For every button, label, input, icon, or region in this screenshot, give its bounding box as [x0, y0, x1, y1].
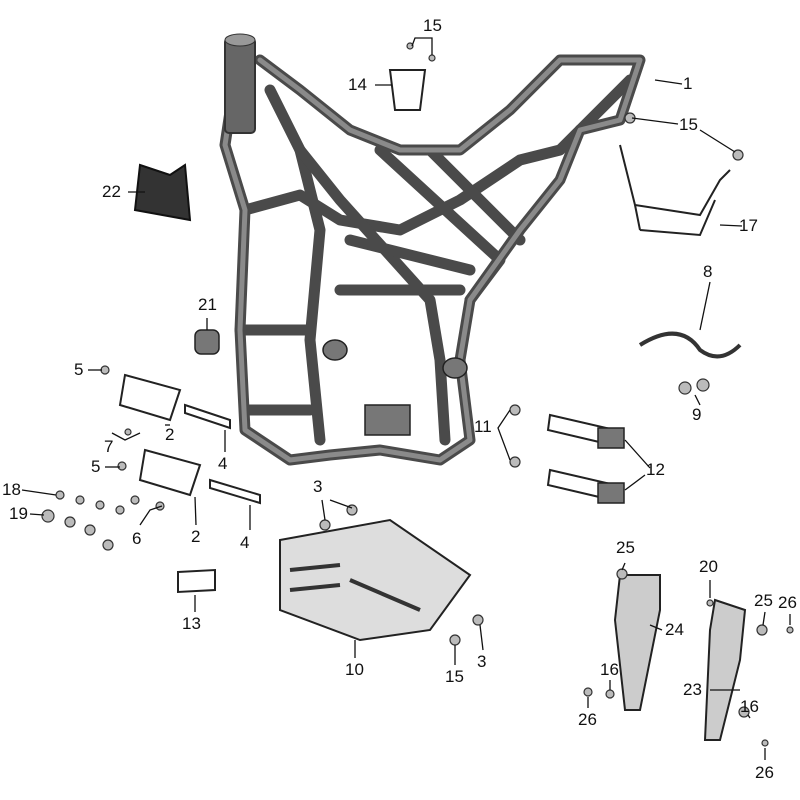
callout-17: 17	[739, 216, 758, 235]
callout-1: 1	[683, 74, 693, 93]
callout-7: 7	[104, 437, 114, 456]
footrest-23	[703, 598, 747, 741]
bolts-4	[184, 403, 261, 505]
bracket-14	[388, 69, 427, 111]
callout-13: 13	[182, 614, 201, 633]
callout-12: 12	[646, 460, 665, 479]
callout-20: 20	[699, 557, 718, 576]
callout-19: 19	[9, 504, 28, 523]
callout-10: 10	[345, 660, 364, 679]
callout-15: 15	[679, 115, 698, 134]
callout-26: 26	[578, 710, 597, 729]
leader-lines	[21, 37, 791, 760]
bracket-2b	[138, 448, 202, 497]
callout-6: 6	[132, 529, 142, 548]
main-frame	[219, 33, 646, 466]
callout-11: 11	[474, 417, 492, 436]
bushing-21	[194, 329, 220, 355]
washers-nuts	[41, 42, 794, 747]
bracket-17	[619, 144, 731, 237]
footrest-24	[613, 574, 661, 711]
skid-plate-10	[279, 518, 472, 642]
callout-4: 4	[218, 454, 228, 473]
callout-8: 8	[703, 262, 713, 281]
plate-13	[177, 568, 216, 594]
callout-16: 16	[740, 697, 759, 716]
callout-5: 5	[91, 457, 101, 476]
callout-21: 21	[198, 295, 217, 314]
callout-16: 16	[600, 660, 619, 679]
filter-22	[133, 163, 192, 222]
callout-14: 14	[348, 75, 367, 94]
callout-25: 25	[616, 538, 635, 557]
callout-2: 2	[191, 527, 201, 546]
callout-18: 18	[2, 480, 21, 499]
callout-15: 15	[423, 16, 442, 35]
callout-22: 22	[102, 182, 121, 201]
cable-8	[638, 331, 742, 359]
callout-2: 2	[165, 425, 175, 444]
callout-26: 26	[755, 763, 774, 782]
callout-3: 3	[313, 477, 323, 496]
callout-15: 15	[445, 667, 464, 686]
callout-4: 4	[240, 533, 250, 552]
callout-3: 3	[477, 652, 487, 671]
callout-23: 23	[683, 680, 702, 699]
callout-25: 25	[754, 591, 773, 610]
callout-26: 26	[778, 593, 797, 612]
bracket-2a	[118, 373, 182, 422]
callout-9: 9	[692, 405, 702, 424]
callout-24: 24	[665, 620, 684, 639]
callout-5: 5	[74, 360, 84, 379]
